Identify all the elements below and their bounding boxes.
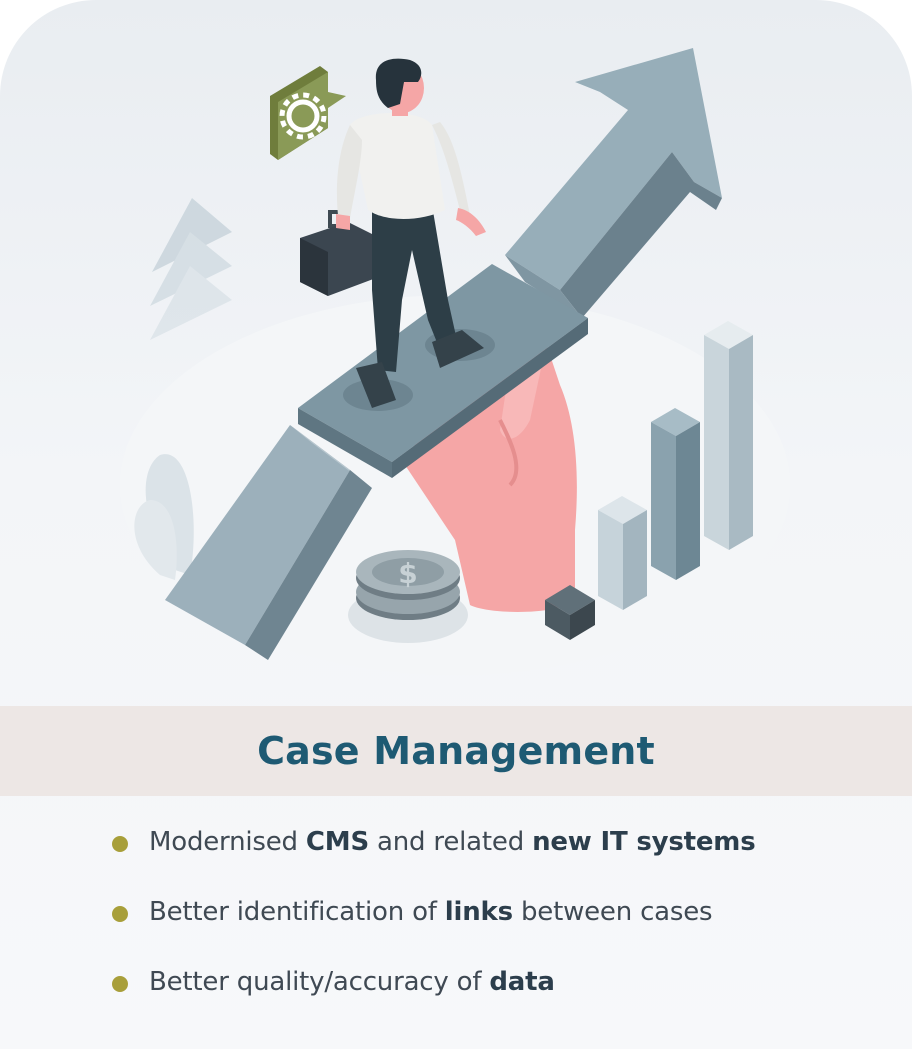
benefit-text: Modernised CMS and related new IT system… (149, 818, 756, 866)
benefit-item-links: Better identification of links between c… (112, 888, 892, 958)
benefit-text: Better quality/accuracy of data (149, 958, 555, 1006)
benefit-text-part: Better identification of (149, 897, 445, 927)
benefit-text-part: and related (368, 827, 533, 857)
benefit-text-bold: links (444, 897, 513, 927)
benefit-text-bold: new IT systems (532, 827, 756, 857)
benefit-text-bold: CMS (305, 827, 369, 857)
gear-icon (270, 66, 346, 160)
bullet-dot-icon (112, 836, 128, 852)
benefit-item-cms: Modernised CMS and related new IT system… (112, 818, 892, 888)
benefit-text: Better identification of links between c… (149, 888, 713, 936)
briefcase-icon (300, 210, 376, 296)
benefit-text-part: between cases (512, 897, 713, 927)
benefit-item-data: Better quality/accuracy of data (112, 958, 892, 1028)
lower-arrow-segment (165, 425, 372, 660)
walking-person (300, 58, 486, 408)
bullet-dot-icon (112, 976, 128, 992)
dollar-coin-icon: $ (348, 550, 468, 643)
benefits-list: Modernised CMS and related new IT system… (112, 818, 892, 1028)
title-band: Case Management (0, 706, 912, 796)
benefit-text-part: Modernised (149, 827, 306, 857)
bullet-dot-icon (112, 906, 128, 922)
growth-arrow-icon (505, 48, 722, 318)
decorative-triangles (150, 198, 232, 340)
benefit-text-part: Better quality/accuracy of (149, 967, 490, 997)
plant-icon (134, 454, 194, 580)
page-title: Case Management (257, 729, 655, 773)
benefit-text-bold: data (489, 967, 555, 997)
career-growth-illustration: $ (120, 48, 790, 675)
bar-chart-icon (545, 321, 753, 640)
svg-text:$: $ (398, 557, 417, 590)
